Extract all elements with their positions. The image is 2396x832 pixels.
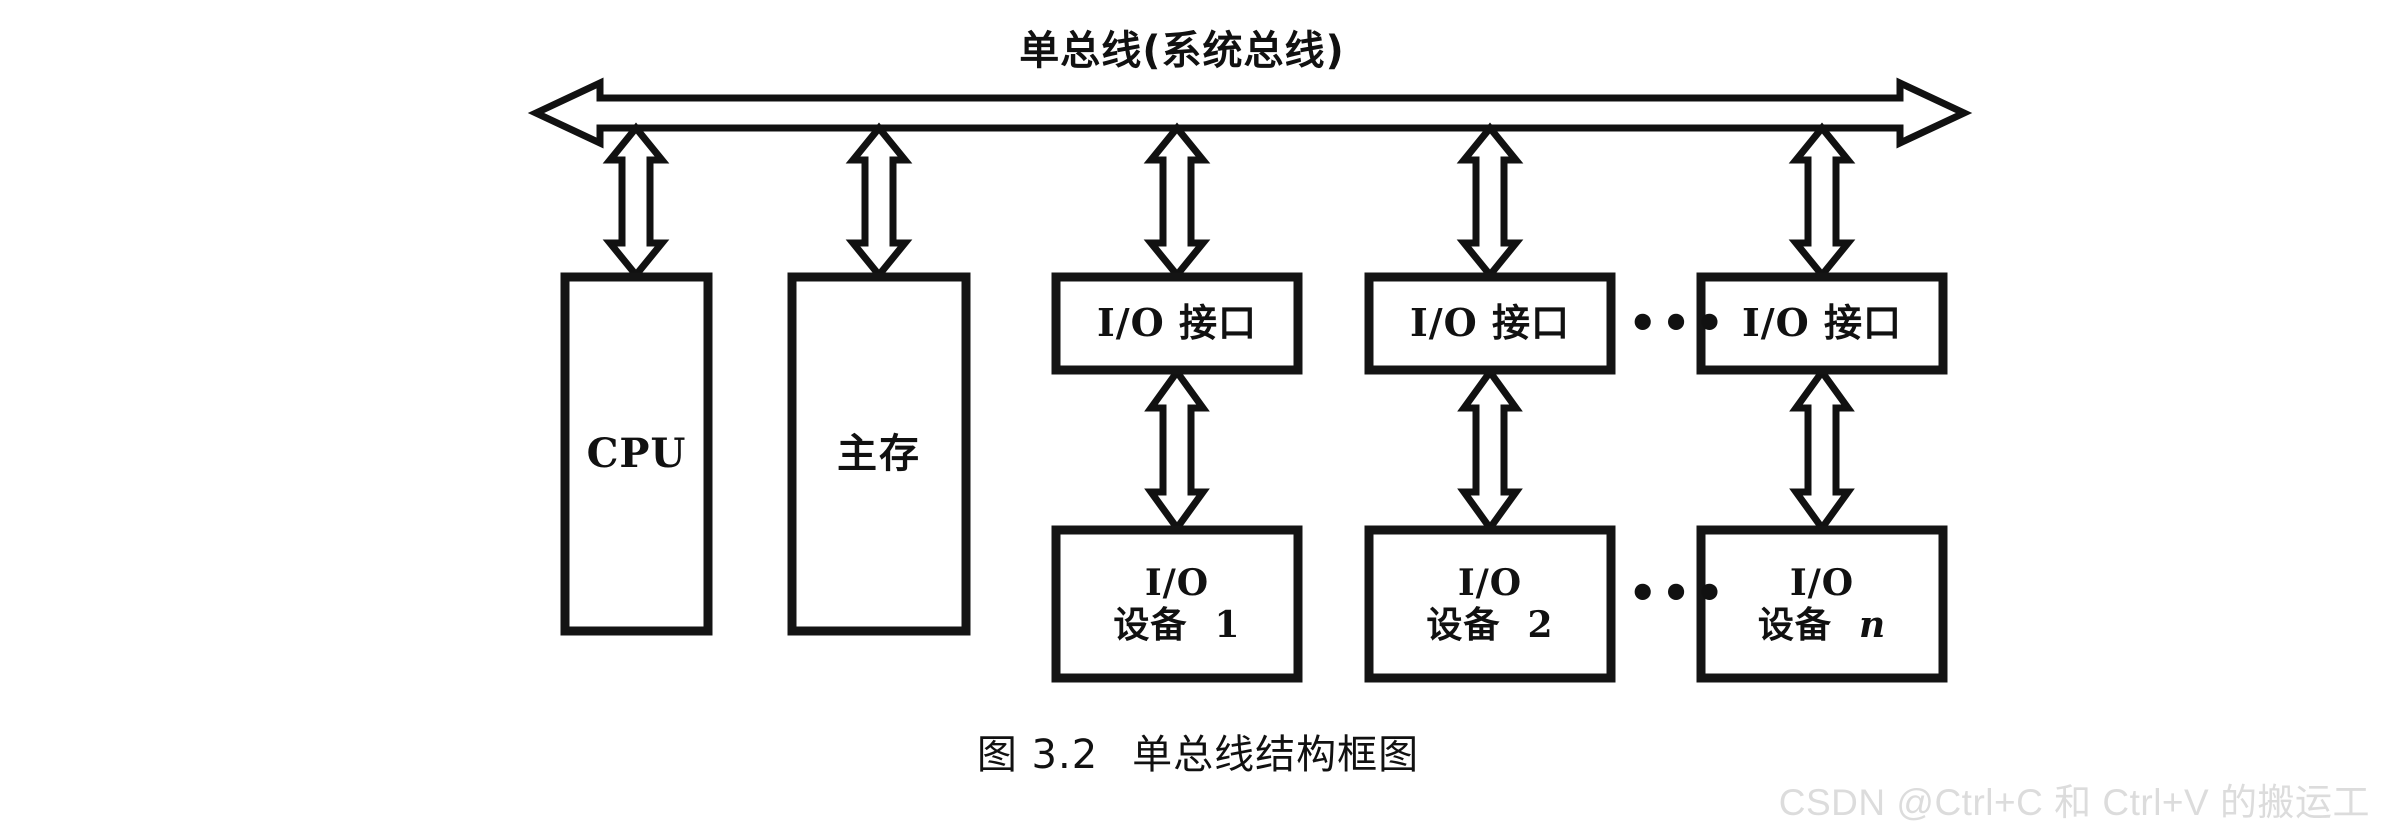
io-interface-1-label: I/O 接口: [1097, 300, 1257, 346]
cpu-label: CPU: [586, 429, 687, 477]
io-interface-1-block[interactable]: I/O 接口: [1056, 277, 1298, 370]
io-interface-2-to-device-2-arrow: [1457, 366, 1523, 534]
io-device-1-line2: 设备 1: [1113, 605, 1240, 645]
io-device-n-block[interactable]: I/O 设备 n: [1701, 530, 1943, 678]
bus-to-io-interface-n-arrow: [1788, 122, 1856, 281]
io-device-2-line2-text: 设备: [1426, 604, 1501, 646]
figure-caption: 图 3.2 单总线结构框图: [0, 722, 2396, 780]
figure-caption-text: 单总线结构框图: [1132, 732, 1420, 778]
io-device-2-index: 2: [1527, 604, 1554, 646]
io-interface-2-label: I/O 接口: [1410, 300, 1570, 346]
io-device-2-line1: I/O: [1457, 561, 1523, 604]
io-interface-2-block[interactable]: I/O 接口: [1369, 277, 1611, 370]
csdn-watermark: CSDN @Ctrl+C 和 Ctrl+V 的搬运工: [1778, 782, 2370, 823]
io-device-1-block[interactable]: I/O 设备 1: [1056, 530, 1298, 678]
io-device-2-block[interactable]: I/O 设备 2: [1369, 530, 1611, 678]
main-memory-label: 主存: [837, 429, 921, 477]
system-bus-arrow: [527, 77, 1973, 149]
io-device-n-line2-text: 设备: [1757, 604, 1832, 646]
io-device-n-line2: 设备 n: [1758, 605, 1886, 645]
cpu-block[interactable]: CPU: [565, 277, 708, 631]
bus-to-cpu-arrow: [602, 122, 670, 281]
io-device-1-line2-text: 设备: [1113, 604, 1188, 646]
io-device-1-index: 1: [1214, 604, 1241, 646]
io-interface-n-label: I/O 接口: [1742, 300, 1902, 346]
io-interface-1-to-device-1-arrow: [1144, 366, 1210, 534]
io-device-n-index: n: [1858, 604, 1887, 646]
bus-to-memory-arrow: [845, 122, 913, 281]
bus-title: 单总线(系统总线): [0, 18, 2396, 76]
bus-to-io-interface-2-arrow: [1456, 122, 1524, 281]
io-interface-n-to-device-n-arrow: [1789, 366, 1855, 534]
io-device-row-ellipsis: •••: [1628, 566, 1729, 620]
figure-caption-number: 图 3.2: [976, 732, 1099, 778]
io-device-2-line2: 设备 2: [1426, 605, 1553, 645]
io-device-1-line1: I/O: [1144, 561, 1210, 604]
io-device-n-line1: I/O: [1789, 561, 1855, 604]
bus-title-text: 单总线(系统总线): [1019, 28, 1345, 74]
io-interface-n-block[interactable]: I/O 接口: [1701, 277, 1943, 370]
main-memory-block[interactable]: 主存: [792, 277, 966, 631]
bus-to-io-interface-1-arrow: [1143, 122, 1211, 281]
io-interface-row-ellipsis: •••: [1628, 296, 1729, 350]
